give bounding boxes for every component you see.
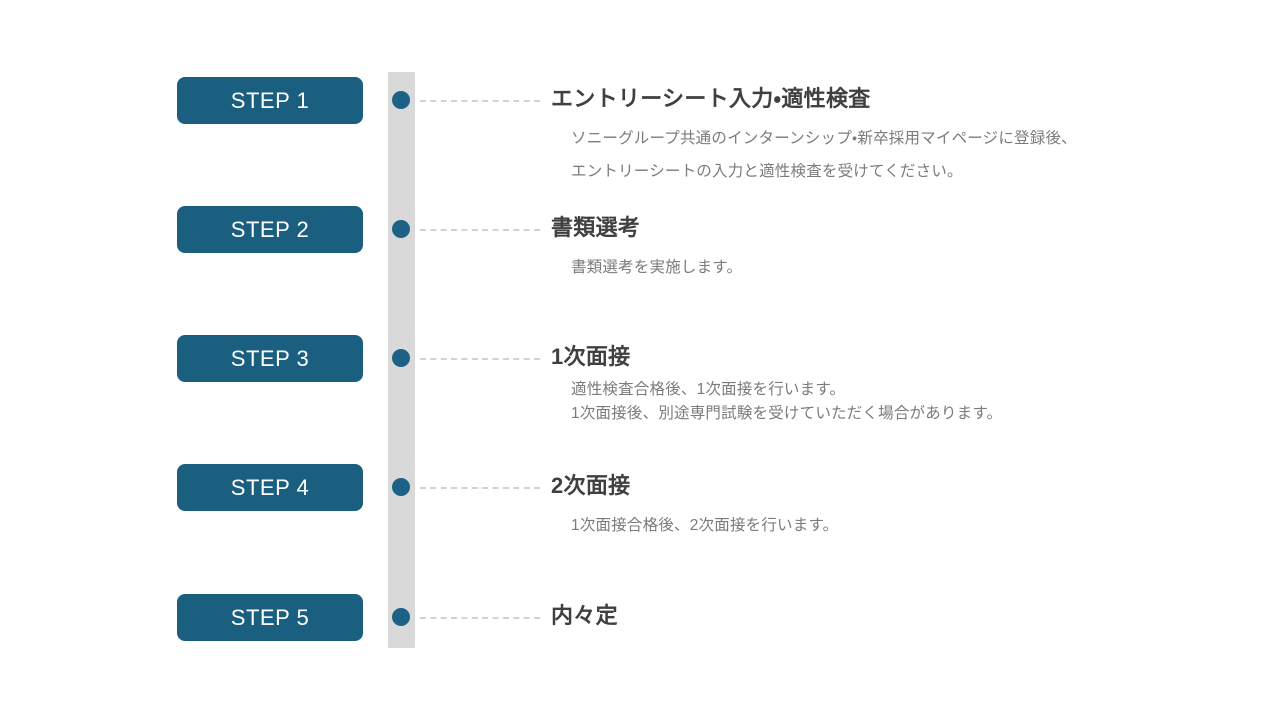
step-description-line: エントリーシートの入力と適性検査を受けてください。 [571, 163, 963, 181]
step-badge-3[interactable]: STEP 3 [177, 335, 363, 382]
step-content-1: エントリーシート入力・適性検査ソニーグループ共通のインターンシップ・新卒採用マイ… [551, 86, 1251, 188]
step-badge-5[interactable]: STEP 5 [177, 594, 363, 641]
step-marker-dot-4 [392, 478, 410, 496]
step-description-line: 1次面接合格後、2次面接を行います。 [571, 517, 839, 535]
step-badge-label: STEP 3 [230, 345, 310, 371]
step-marker-dot-3 [392, 349, 410, 367]
step-description-line: 適性検査合格後、1次面接を行います。 [571, 381, 846, 399]
step-content-4: 2次面接 1次面接合格後、2次面接を行います。 [551, 473, 1251, 542]
step-badge-1[interactable]: STEP 1 [177, 77, 363, 124]
step-title: エントリーシート入力・適性検査 [551, 86, 871, 111]
step-content-3: 1次面接適性検査合格後、1次面接を行います。 1次面接後、別途専門試験を受けていた… [551, 344, 1251, 426]
step-marker-dot-1 [392, 91, 410, 109]
step-connector-dash-3 [420, 358, 540, 360]
step-connector-dash-4 [420, 487, 540, 489]
step-description: 適性検査合格後、1次面接を行います。 1次面接後、別途専門試験を受けていただく場合… [551, 378, 1251, 426]
step-content-5: 内々定 [551, 603, 1251, 629]
step-title: 内々定 [551, 603, 618, 628]
step-badge-label: STEP 5 [230, 604, 310, 630]
step-badge-label: STEP 4 [230, 474, 310, 500]
step-title: 書類選考 [551, 215, 641, 240]
step-description-line: 書類選考を実施します。 [571, 259, 743, 277]
step-connector-dash-5 [420, 617, 540, 619]
step-marker-dot-2 [392, 220, 410, 238]
step-badge-label: STEP 1 [230, 87, 310, 113]
step-description-line: 1次面接後、別途専門試験を受けていただく場合があります。 [571, 405, 1003, 423]
step-marker-dot-5 [392, 608, 410, 626]
step-connector-dash-2 [420, 229, 540, 231]
step-connector-dash-1 [420, 100, 540, 102]
step-description: 1次面接合格後、2次面接を行います。 [551, 509, 1251, 542]
step-badge-2[interactable]: STEP 2 [177, 206, 363, 253]
step-title: 2次面接 [551, 473, 631, 498]
step-badge-label: STEP 2 [230, 216, 310, 242]
step-description-line: ソニーグループ共通のインターンシップ・新卒採用マイページに登録後、 [571, 130, 1077, 148]
step-title: 1次面接 [551, 344, 631, 369]
step-content-2: 書類選考書類選考を実施します。 [551, 215, 1251, 284]
step-description: 書類選考を実施します。 [551, 251, 1251, 284]
step-badge-4[interactable]: STEP 4 [177, 464, 363, 511]
step-description: ソニーグループ共通のインターンシップ・新卒採用マイページに登録後、エントリーシー… [551, 122, 1251, 188]
